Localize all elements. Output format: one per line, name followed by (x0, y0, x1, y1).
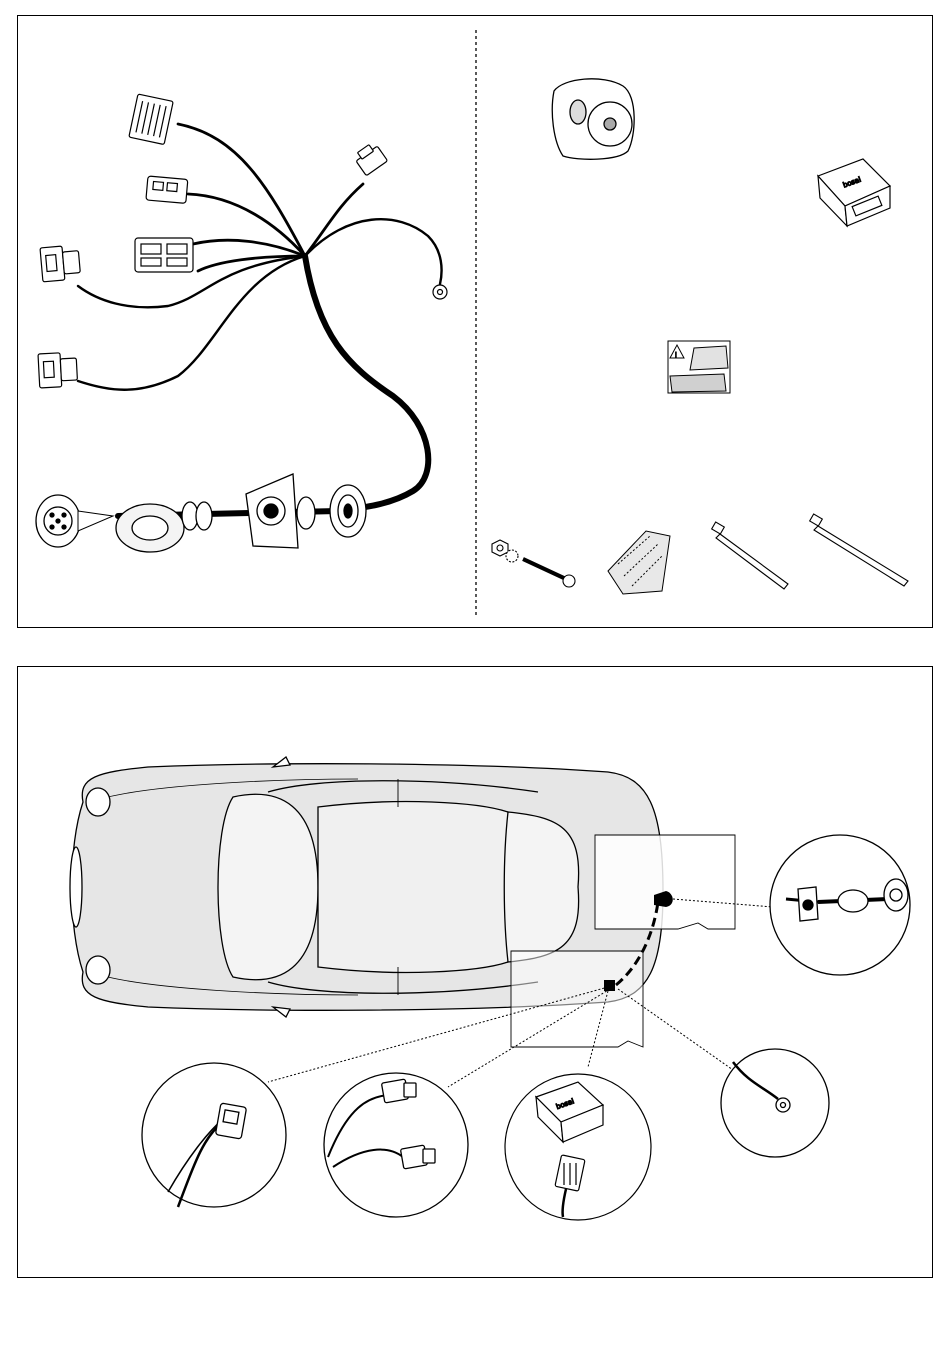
headlight-right (86, 956, 110, 984)
headlight-left (86, 788, 110, 816)
harness-branch-6 (78, 256, 305, 390)
harness-branch-3 (193, 240, 305, 256)
screw-set (492, 540, 575, 587)
connector-left-1 (40, 245, 81, 282)
warning-symbol: ! (675, 351, 678, 359)
harness-branch-7 (305, 184, 363, 256)
connector-dual (135, 238, 193, 272)
installation-drawing: bosal (18, 667, 934, 1279)
connector-right-small (353, 141, 388, 176)
roof (318, 802, 512, 973)
cable-tie-1 (712, 522, 788, 589)
parts-panel: bosal ! (17, 15, 933, 628)
socket-housing (552, 79, 634, 159)
connector-mid (146, 176, 188, 203)
callout-ground (721, 1049, 829, 1157)
adhesive-pads (608, 531, 670, 594)
callout-control-module: bosal (505, 1074, 651, 1220)
connector-left-2 (38, 352, 78, 388)
mirror-left (273, 757, 290, 767)
callout-socket (770, 835, 910, 975)
parts-drawing: bosal ! (18, 16, 934, 629)
installation-panel: bosal (17, 666, 933, 1278)
instruction-sheet: ! (668, 341, 730, 393)
windshield (218, 794, 318, 979)
cable-tie-2 (810, 514, 908, 586)
rear-window (504, 812, 578, 962)
socket-area-box (595, 835, 735, 929)
callout-connector-pair (324, 1073, 468, 1217)
control-module: bosal (818, 159, 890, 226)
module-area-box (511, 951, 643, 1047)
ground-ring (433, 285, 447, 299)
wiring-harness (78, 124, 442, 516)
connector-large-top (129, 94, 173, 145)
callout-connector-single (142, 1063, 286, 1207)
harness-trunk (305, 256, 428, 511)
mirror-right (273, 1007, 290, 1017)
